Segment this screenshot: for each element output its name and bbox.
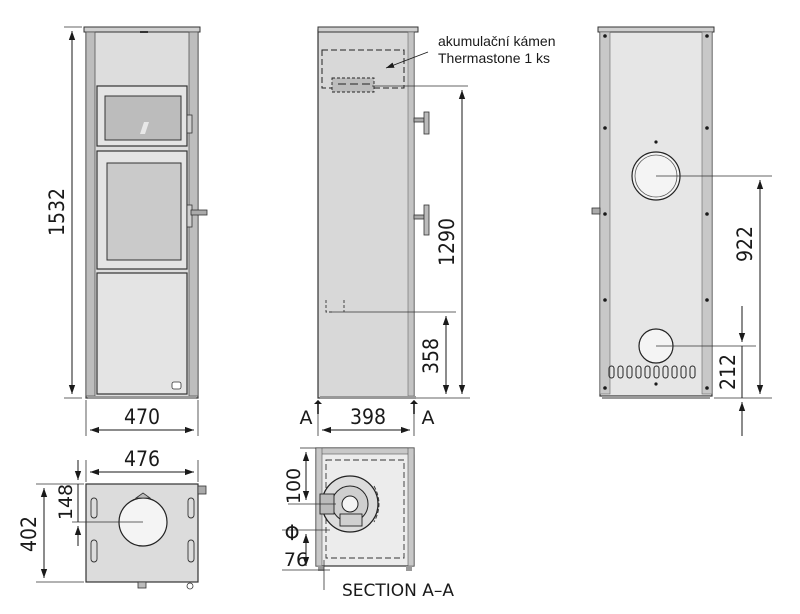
stone-note-line1: akumulační kámen (438, 33, 556, 49)
firebox-glass (106, 162, 182, 261)
ash-drawer (96, 272, 188, 395)
diameter-symbol: Φ (285, 521, 300, 545)
vent-slots (608, 365, 696, 379)
side-handle-lower (423, 204, 430, 236)
accumulation-stone (321, 49, 405, 89)
section-view: 100 Φ 76 SECTION A–A (282, 447, 454, 601)
side-height-upper-label: 1290 (435, 218, 459, 266)
top-offset-label: 148 (55, 484, 77, 520)
section-mark-left: A (300, 407, 313, 429)
side-width-label: 398 (350, 405, 386, 429)
front-view: 1532 470 (45, 26, 208, 436)
top-width-label: 476 (124, 447, 160, 471)
flue-height-label: 922 (733, 226, 757, 262)
side-height-lower-label: 358 (419, 338, 443, 374)
stone-note-line2: Thermastone 1 ks (438, 50, 550, 66)
door-handle (190, 209, 208, 216)
back-view: 922 212 (591, 26, 772, 436)
back-screws (603, 34, 709, 390)
side-handle-upper (423, 111, 430, 135)
top-view: 476 402 148 (17, 447, 207, 590)
inlet-height-label: 212 (716, 354, 740, 390)
section-offset-label: 100 (283, 468, 305, 504)
front-width-label: 470 (124, 405, 160, 429)
section-diameter-label: 76 (284, 549, 308, 571)
top-depth-label: 402 (17, 516, 41, 552)
front-height-label: 1532 (45, 188, 69, 236)
section-title: SECTION A–A (342, 581, 454, 601)
side-view: akumulační kámen Thermastone 1 ks 1290 3… (300, 26, 556, 436)
section-mark-right: A (422, 407, 435, 429)
